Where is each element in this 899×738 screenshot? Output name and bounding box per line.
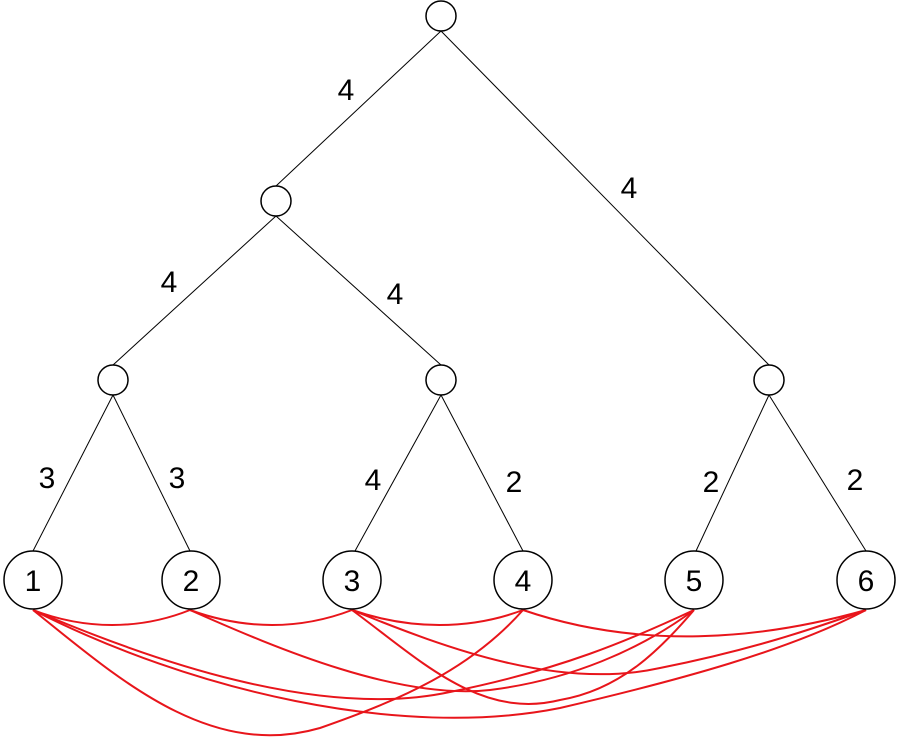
weight-b-leaf3: 4 <box>365 464 382 497</box>
leaf-node-2 <box>161 550 221 610</box>
edge-c-leaf5 <box>695 394 770 552</box>
edge-a-leaf1 <box>32 394 114 552</box>
weight-c-leaf5: 2 <box>703 466 720 499</box>
leaf-node-3 <box>322 550 382 610</box>
connection-1-5 <box>32 609 695 701</box>
edge-b-leaf4 <box>440 394 524 552</box>
leaf-node-5 <box>664 550 724 610</box>
weight-root-right: 4 <box>621 172 638 205</box>
leaf-label-1: 1 <box>25 565 42 598</box>
leaf-node-4 <box>493 550 553 610</box>
leaf-label-3: 3 <box>344 565 361 598</box>
internal-node-a <box>97 364 129 396</box>
weight-c-leaf6: 2 <box>847 464 864 497</box>
leaf-label-5: 5 <box>686 565 703 598</box>
leaf-label-4: 4 <box>515 565 532 598</box>
leaf-label-2: 2 <box>183 565 200 598</box>
edge-root-left <box>275 30 442 187</box>
edge-root-right <box>440 30 770 366</box>
root-node <box>425 0 457 32</box>
leaf-node-6 <box>836 550 896 610</box>
edge-left-a <box>112 215 277 366</box>
connection-1-2 <box>32 609 191 626</box>
connection-3-6 <box>351 609 867 676</box>
connection-2-3 <box>189 609 353 626</box>
connection-2-5 <box>189 609 695 693</box>
internal-nodes <box>97 0 785 396</box>
weight-root-left: 4 <box>338 74 355 107</box>
connection-1-6 <box>32 609 867 719</box>
internal-node-c <box>753 364 785 396</box>
connection-1-4 <box>32 609 524 737</box>
internal-node-b <box>425 364 457 396</box>
edge-left-b <box>275 215 442 366</box>
edge-b-leaf3 <box>354 394 442 552</box>
leaf-nodes: 1 2 3 4 5 6 <box>3 550 896 610</box>
weight-left-a: 4 <box>161 266 178 299</box>
leaf-node-1 <box>3 550 63 610</box>
edge-weights: 4 4 4 4 3 3 4 2 2 2 <box>39 74 864 499</box>
weight-a-leaf2: 3 <box>169 462 186 495</box>
leaf-connections <box>32 609 867 737</box>
internal-node-left <box>260 185 292 217</box>
leaf-label-6: 6 <box>858 565 875 598</box>
connection-3-5 <box>351 609 695 705</box>
edge-a-leaf2 <box>112 394 191 552</box>
weight-a-leaf1: 3 <box>39 462 56 495</box>
weight-left-b: 4 <box>387 278 404 311</box>
connection-4-6 <box>522 609 867 638</box>
edge-c-leaf6 <box>768 394 867 552</box>
connection-3-4 <box>351 609 524 626</box>
tree-edges <box>32 30 867 552</box>
weight-b-leaf4: 2 <box>506 466 523 499</box>
